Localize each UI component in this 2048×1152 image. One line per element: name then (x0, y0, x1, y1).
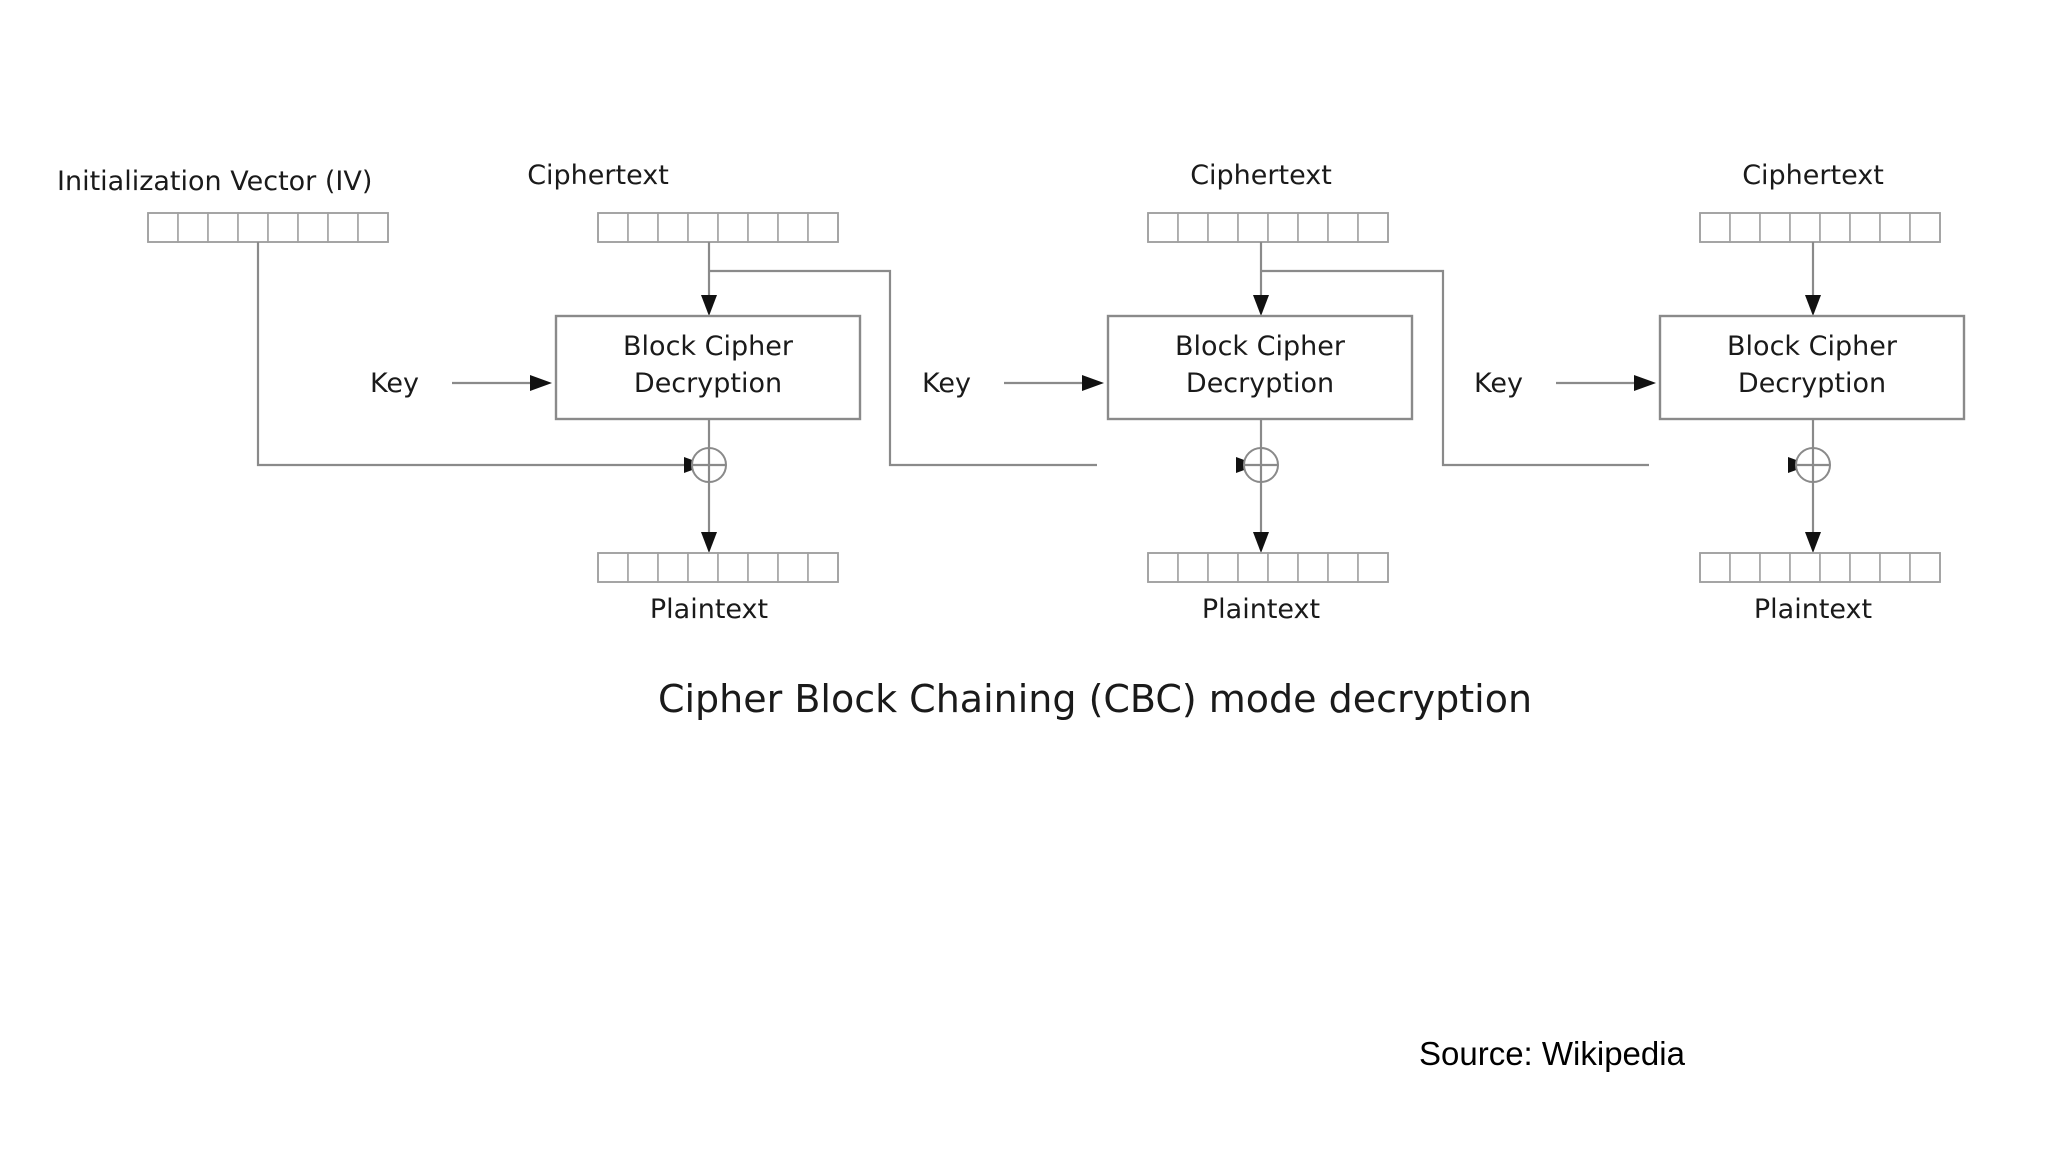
ciphertext-register-2 (1147, 212, 1389, 243)
xor-1-to-plaintext-wire (701, 482, 717, 553)
ciphertext-2-wire (1253, 242, 1649, 467)
key-1-arrow (452, 375, 552, 391)
block-cipher-line1-2: Block Cipher (1175, 331, 1346, 362)
block-cipher-decryption-3: Block Cipher Decryption (1658, 314, 1966, 421)
plaintext-label-2: Plaintext (1202, 594, 1320, 625)
ciphertext-register-1 (597, 212, 839, 243)
plaintext-label-1: Plaintext (650, 594, 768, 625)
ciphertext-label-3: Ciphertext (1742, 160, 1884, 191)
plaintext-register-1 (597, 552, 839, 583)
iv-label: Initialization Vector (IV) (57, 166, 372, 197)
ciphertext-label-2: Ciphertext (1190, 160, 1332, 191)
block-cipher-decryption-2: Block Cipher Decryption (1106, 314, 1414, 421)
xor-operator-2 (1243, 447, 1279, 483)
key-label-3: Key (1474, 368, 1523, 399)
key-label-1: Key (370, 368, 419, 399)
plaintext-label-3: Plaintext (1754, 594, 1872, 625)
xor-3-to-plaintext-wire (1805, 482, 1821, 553)
ciphertext-1-wire (701, 242, 1097, 467)
ciphertext-register-3 (1699, 212, 1941, 243)
plaintext-register-3 (1699, 552, 1941, 583)
ciphertext-label-1: Ciphertext (527, 160, 669, 191)
block-cipher-line1-3: Block Cipher (1727, 331, 1898, 362)
key-2-arrow (1004, 375, 1104, 391)
source-attribution: Source: Wikipedia (1419, 1035, 1686, 1072)
plaintext-register-2 (1147, 552, 1389, 583)
xor-2-to-plaintext-wire (1253, 482, 1269, 553)
block-cipher-line2-1: Decryption (634, 368, 782, 399)
block-cipher-line2-3: Decryption (1738, 368, 1886, 399)
block-cipher-line2-2: Decryption (1186, 368, 1334, 399)
key-3-arrow (1556, 375, 1656, 391)
xor-operator-3 (1795, 447, 1831, 483)
diagram-caption: Cipher Block Chaining (CBC) mode decrypt… (658, 677, 1532, 721)
block-cipher-decryption-1: Block Cipher Decryption (554, 314, 862, 421)
xor-operator-1 (691, 447, 727, 483)
block-cipher-line1-1: Block Cipher (623, 331, 794, 362)
iv-register (147, 212, 389, 243)
key-label-2: Key (922, 368, 971, 399)
ciphertext-3-wire (1805, 242, 1821, 316)
